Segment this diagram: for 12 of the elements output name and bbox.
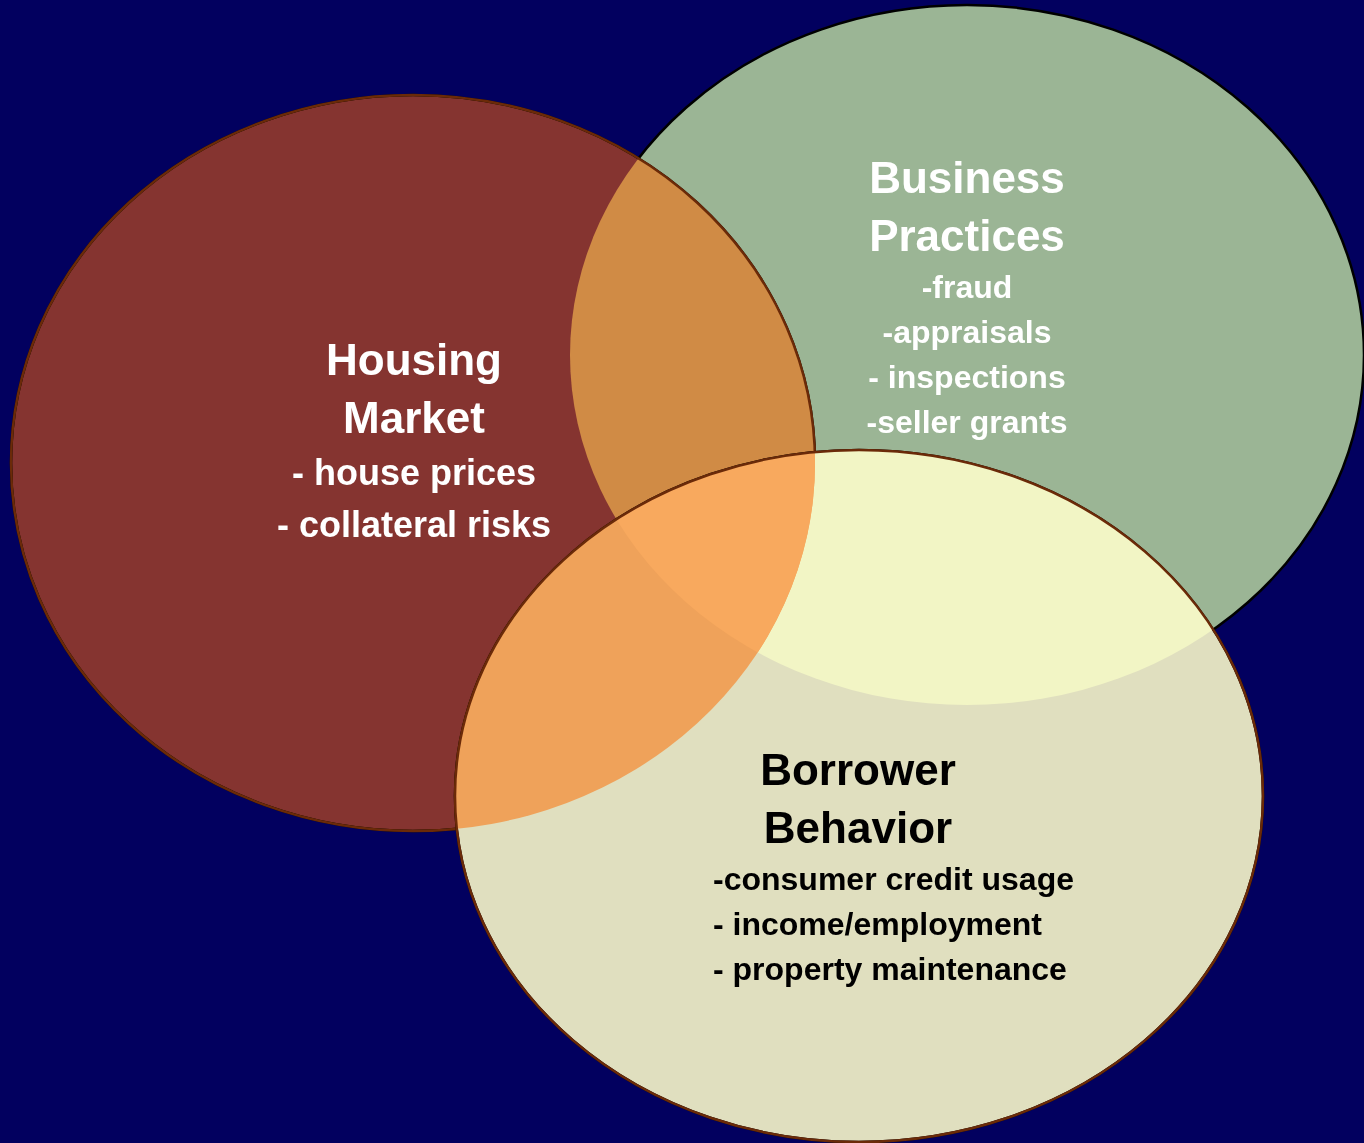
- venn-heading: Housing Market: [325, 334, 503, 444]
- list-item: -fraud: [921, 268, 1013, 307]
- list-item: -seller grants: [866, 403, 1068, 442]
- list-item: -consumer credit usage: [713, 860, 1074, 899]
- list-item: - house prices: [291, 451, 537, 495]
- venn-heading: Business Practices: [868, 152, 1066, 262]
- list-item: - property maintenance: [713, 950, 1067, 989]
- list-item: -appraisals: [882, 313, 1052, 352]
- venn-heading: Borrower Behavior: [759, 744, 957, 854]
- list-item: - income/employment: [713, 905, 1042, 944]
- list-item: - collateral risks: [276, 503, 552, 547]
- list-item: - inspections: [868, 358, 1066, 397]
